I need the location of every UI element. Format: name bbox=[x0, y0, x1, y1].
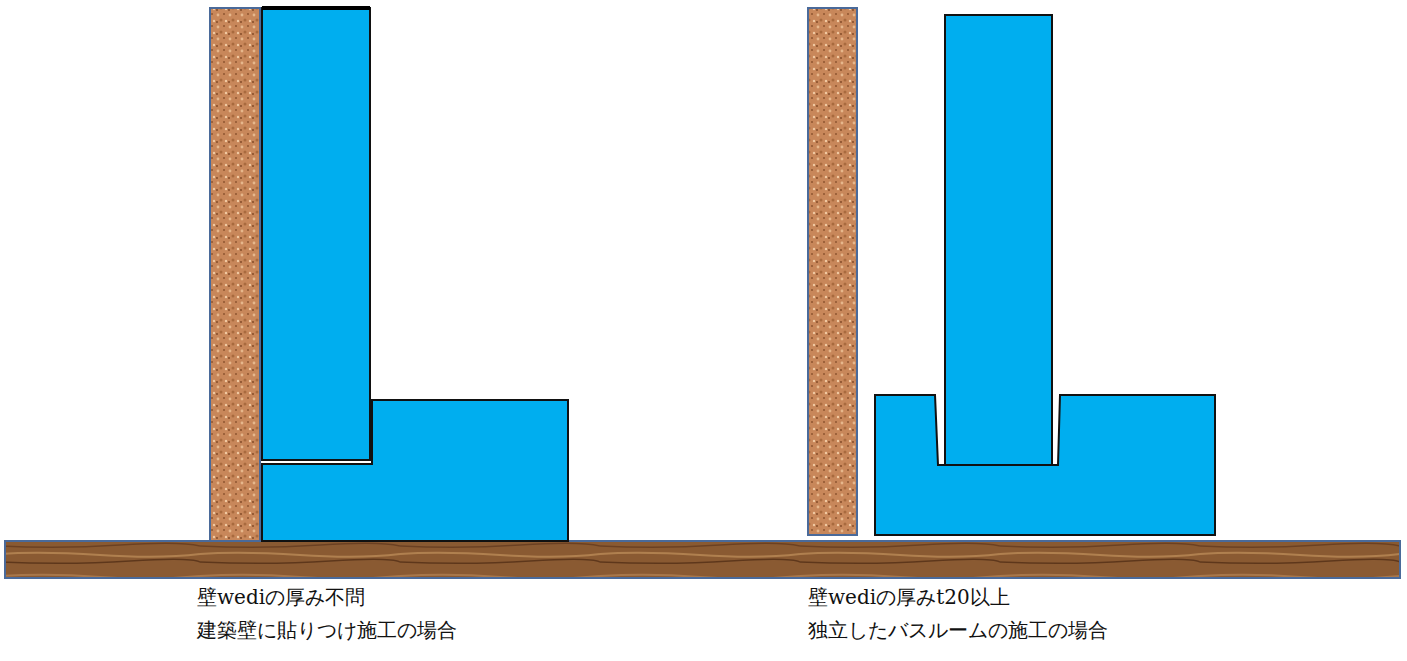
building-wall bbox=[808, 8, 857, 535]
caption-line: 壁wediの厚みt20以上 bbox=[808, 584, 1010, 610]
wall-wedi bbox=[262, 8, 370, 460]
floor bbox=[5, 541, 1400, 578]
wall-wedi bbox=[945, 15, 1052, 465]
caption-line: 壁wediの厚み不問 bbox=[197, 584, 365, 610]
building-wall bbox=[210, 8, 260, 541]
caption-line: 独立したバスルームの施工の場合 bbox=[808, 617, 1108, 643]
floor-wedi bbox=[262, 400, 568, 541]
caption-line: 建築壁に貼りつけ施工の場合 bbox=[197, 617, 457, 643]
